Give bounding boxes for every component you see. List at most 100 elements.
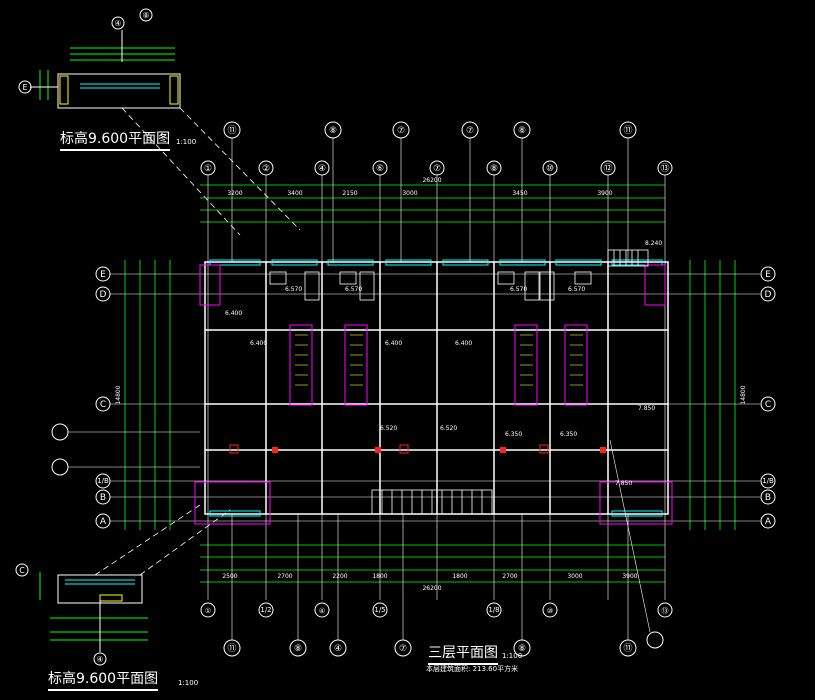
axis-bubble: ⑧: [518, 126, 526, 136]
axis-bubble: 1/B: [762, 477, 774, 485]
axis-bubble: ⑧: [294, 644, 302, 654]
room-label: 6.350: [505, 431, 522, 438]
axis-bubble: 1/5: [374, 606, 385, 614]
room-label: 6.570: [510, 286, 527, 293]
bottom-dim-8: 3900: [622, 573, 637, 580]
detail-top-axis-4: ④: [114, 19, 121, 28]
axis-bubble: ⑪: [227, 125, 236, 136]
bottom-dim-7: 3000: [567, 573, 582, 580]
room-label: 7.850: [638, 405, 655, 412]
axis-bubble: ⑦: [433, 164, 441, 174]
bottom-dim-1: 2500: [222, 573, 237, 580]
building-walls: [204, 261, 669, 515]
top-dim-6: 3900: [597, 190, 612, 197]
axis-bubble: ⑧: [518, 644, 526, 654]
room-label: 6.570: [345, 286, 362, 293]
detail-bottom-title: 标高9.600平面图: [48, 668, 159, 691]
axis-bubble: ④: [318, 164, 326, 174]
detail-bottom-scale: 1:100: [178, 679, 199, 687]
axis-bubble: C: [765, 400, 771, 410]
axis-bubble: ①: [204, 164, 212, 174]
left-overall-dim: 14800: [115, 385, 122, 404]
axis-bubble: ⑥: [376, 164, 384, 174]
axis-bubble: ⑫: [603, 163, 612, 174]
top-lower-axis-bubbles: ① ② ④ ⑥ ⑦ ⑧ ⑩ ⑫ ⑬: [200, 160, 673, 176]
bottom-dim-3: 2200: [332, 573, 347, 580]
axis-bubble: ④: [319, 607, 325, 615]
stair-treads: [295, 334, 583, 386]
room-label: 6.400: [385, 340, 402, 347]
bottom-overall-dim: 26200: [422, 585, 441, 592]
axis-bubble: ⑪: [227, 643, 236, 654]
detail-top-scale: 1:100: [176, 138, 197, 146]
main-dimension-lines: [124, 184, 736, 583]
detail-bottom-axis-4: ④: [96, 655, 103, 664]
axis-bubble: ⑦: [399, 644, 407, 654]
axis-bubble: ①: [205, 607, 211, 615]
detail-top-axis-bubbles: ④ ⑧ E: [18, 8, 153, 94]
axis-bubble: ⑬: [662, 607, 669, 615]
right-axis-bubbles: E D C 1/B B A: [760, 266, 776, 529]
detail-bottom-plan: [39, 572, 148, 652]
axis-bubble: ⑦: [397, 126, 405, 136]
top-dim-5: 3450: [512, 190, 527, 197]
top-overall-dim: 26200: [422, 177, 441, 184]
room-label: 6.520: [380, 425, 397, 432]
axis-bubble: E: [100, 270, 106, 280]
main-plan-scale: 1:100: [502, 652, 523, 660]
axis-bubble: 1/2: [260, 606, 271, 614]
detail-bottom-axis-C: C: [19, 566, 25, 575]
top-upper-axis-bubbles: ⑪ ⑧ ⑦ ⑦ ⑧ ⑪: [223, 121, 637, 262]
column-markers: [229, 444, 606, 454]
bathroom-fixtures: [269, 271, 592, 301]
section-markers: [51, 423, 664, 649]
top-dim-4: 3000: [402, 190, 417, 197]
axis-bubble: 1/8: [488, 606, 499, 614]
axis-bubble: ⑦: [466, 126, 474, 136]
axis-bubble: ⑬: [660, 163, 669, 174]
bottom-dim-2: 2700: [277, 573, 292, 580]
room-label: 6.350: [560, 431, 577, 438]
axis-bubble: A: [100, 517, 107, 527]
entry-porch: [371, 489, 493, 515]
left-axis-bubbles: E D C 1/B B A: [95, 266, 111, 529]
axis-bubble: ④: [334, 644, 342, 654]
axis-bubble: ②: [262, 164, 270, 174]
axis-bubble: A: [765, 517, 772, 527]
axis-bubble: ⑪: [623, 643, 632, 654]
room-label: 6.400: [225, 310, 242, 317]
right-overall-dim: 14800: [740, 385, 747, 404]
axis-bubble: 1/B: [97, 477, 109, 485]
axis-bubble: ⑧: [490, 164, 498, 174]
room-elevation-labels: 6.570 6.570 6.570 6.570 6.400 6.400 6.40…: [225, 240, 662, 487]
axis-bubble: E: [765, 270, 771, 280]
axis-bubble: ⑩: [546, 164, 554, 174]
bottom-dim-6: 2700: [502, 573, 517, 580]
axis-bubble: B: [100, 493, 106, 503]
top-dimensions: 26200 3200 3400 2150 3000 3450 3900: [227, 177, 612, 197]
room-label: 6.570: [285, 286, 302, 293]
room-label: 6.520: [440, 425, 457, 432]
floor-area-note: 本层建筑面积: 213.60平方米: [426, 665, 519, 673]
top-dim-2: 3400: [287, 190, 302, 197]
detail-top-axis-8: ⑧: [142, 11, 149, 20]
axis-bubble: ⑪: [623, 125, 632, 136]
bottom-lower-axis-bubbles: ⑪ ⑧ ④ ⑦ ⑧ ⑪: [223, 514, 637, 657]
room-label: 6.400: [455, 340, 472, 347]
detail-top-axis-E: E: [22, 83, 27, 92]
axis-bubble: ⑩: [547, 607, 553, 615]
room-label: 7.850: [615, 480, 632, 487]
room-label: 6.570: [568, 286, 585, 293]
axis-bubble: ⑧: [329, 126, 337, 136]
bottom-upper-axis-bubbles: ① 1/2 ④ 1/5 1/8 ⑩ ⑬: [200, 602, 673, 618]
main-plan-title: 三层平面图: [428, 642, 498, 665]
detail-top-plan: [30, 30, 181, 109]
detail-top-title: 标高9.600平面图: [60, 128, 171, 151]
axis-bubble: D: [765, 290, 772, 300]
top-dim-1: 3200: [227, 190, 242, 197]
axis-bubble: C: [100, 400, 106, 410]
room-label: 8.240: [645, 240, 662, 247]
top-dim-3: 2150: [342, 190, 357, 197]
axis-bubble: D: [100, 290, 107, 300]
